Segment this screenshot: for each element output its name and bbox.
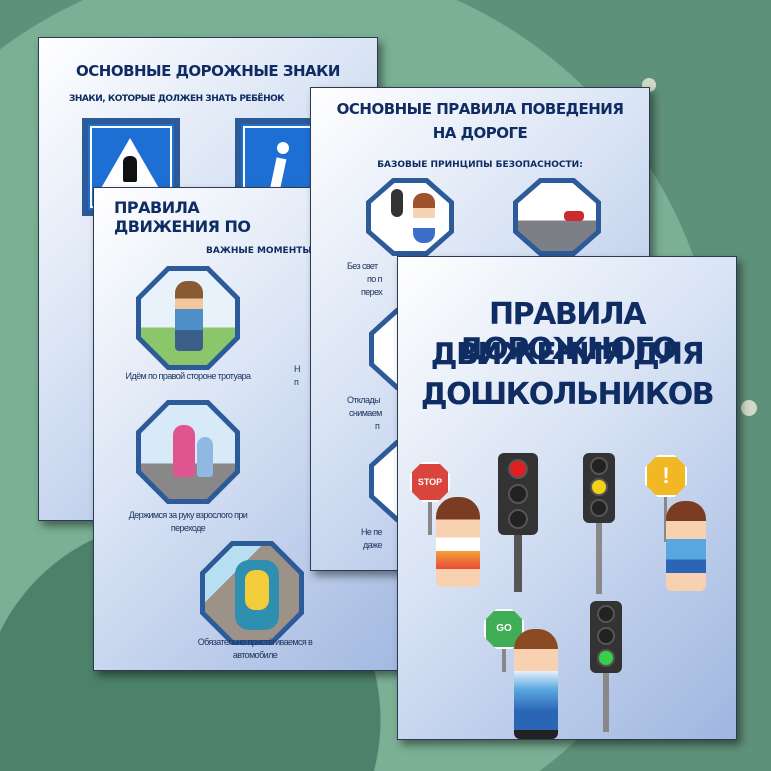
poster-subtitle: Базовые принципы безопасности: [377, 160, 583, 170]
poster-title: Правила движения по [114, 198, 251, 236]
go-sign-pole [502, 642, 506, 672]
poster-title: Основные дорожные знаки [76, 62, 340, 80]
warning-sign-pole [664, 497, 667, 542]
caption-partial: п [294, 377, 299, 387]
child-icon [197, 437, 213, 477]
boy-pointing-icon [514, 629, 558, 739]
child-icon [245, 570, 269, 610]
caption: Идём по правой стороне тротуара [125, 371, 251, 381]
caption-partial: перех [361, 287, 383, 297]
caption: Обязательно пристёгиваемся в автомобиле [197, 637, 313, 660]
car-icon [564, 211, 584, 221]
caption-partial: даже [363, 540, 382, 550]
traffic-light-green-icon [590, 601, 622, 673]
boy-waving-icon [666, 501, 706, 591]
traffic-light-icon [391, 189, 403, 217]
caption-partial: по п [367, 274, 382, 284]
walking-person-icon [277, 142, 289, 154]
image-crosswalk-with-adult [136, 400, 240, 504]
stop-sign: STOP [410, 462, 450, 502]
warning-sign: ! [645, 455, 687, 497]
caption-partial: п [375, 421, 380, 431]
caption: Держимся за руку взрослого при переходе [128, 510, 248, 533]
image-child-car-seat [200, 541, 304, 645]
poster-subtitle: Знаки, которые должен знать ребёнок [69, 94, 285, 104]
poster-title-line2: на дороге [432, 124, 528, 142]
image-girl-traffic-light [366, 178, 454, 256]
poster-movement-rules: Правила движения по Важные моменты Идём … [93, 187, 433, 671]
traffic-light-yellow-icon [583, 453, 615, 523]
girl-with-glasses-icon [436, 497, 480, 587]
image-boy-walking [136, 266, 240, 370]
caption-partial: Без свет [347, 261, 378, 271]
caption-partial: снимаем [349, 408, 382, 418]
go-sign: GO [484, 609, 524, 649]
traffic-light-red-icon [498, 453, 538, 535]
adult-and-child-icon [173, 425, 195, 477]
caption-partial: Н [294, 364, 300, 374]
poster-title-line1: Основные правила поведения [336, 100, 624, 118]
poster-cover: Правила дорожного движения для дошкольни… [397, 256, 737, 740]
traffic-light-pole [514, 527, 522, 592]
stop-sign-pole [428, 495, 432, 535]
cover-title-line2: движения для [430, 337, 705, 372]
image-children-playing-road [513, 178, 601, 256]
cover-title-line1: Правила дорожного [457, 297, 678, 367]
girl-icon [413, 193, 435, 243]
caption-partial: Отклады [347, 395, 381, 405]
traffic-light-pole [603, 672, 609, 732]
pedestrian-icon [123, 156, 137, 182]
cover-title-line3: дошкольников [420, 377, 715, 412]
boy-icon [175, 281, 203, 351]
traffic-light-pole [596, 519, 602, 594]
background-dot [741, 400, 757, 416]
caption-partial: Не пе [361, 527, 382, 537]
poster-subtitle: Важные моменты [206, 246, 312, 256]
